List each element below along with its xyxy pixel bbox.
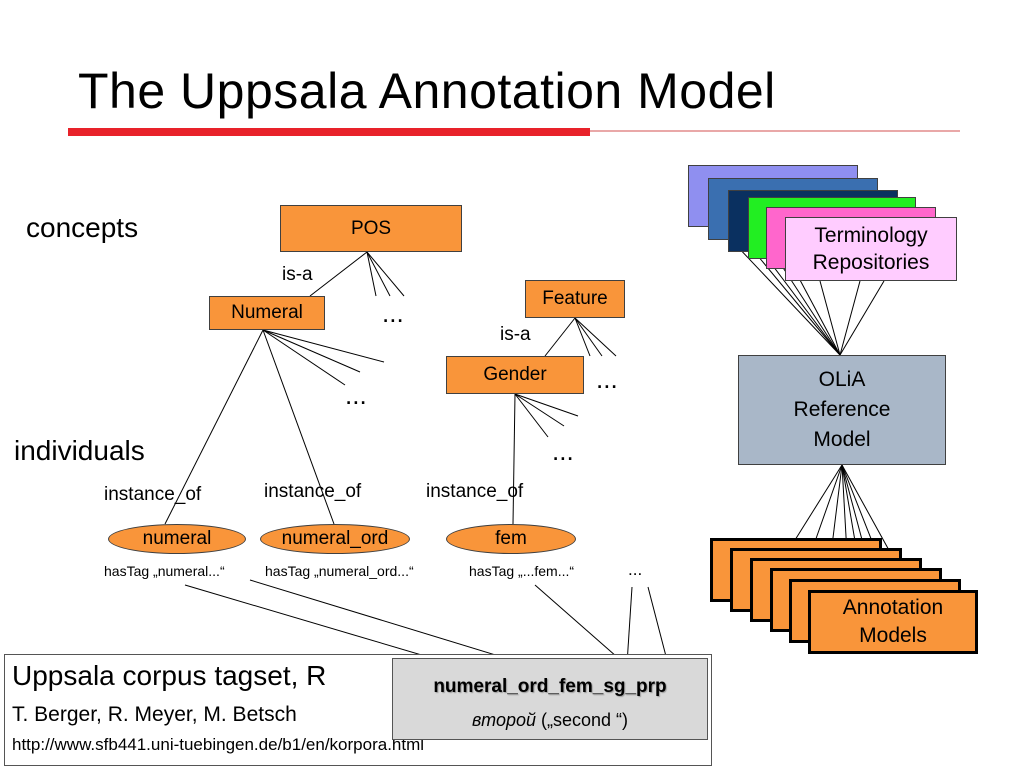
terminology-line2: Repositories bbox=[812, 251, 930, 274]
annotation-models-box: Annotation Models bbox=[808, 590, 978, 654]
olia-line3: Model bbox=[813, 428, 871, 451]
ellipsis: ... bbox=[345, 380, 367, 410]
instance-of-label: instance_of bbox=[426, 481, 524, 502]
individual-numeral: numeral bbox=[108, 524, 246, 554]
is-a-label: is-a bbox=[500, 324, 531, 345]
annotation-line1: Annotation bbox=[842, 596, 944, 619]
has-tag-label: hasTag „numeral_ord...“ bbox=[265, 563, 414, 579]
concept-feature: Feature bbox=[525, 280, 625, 318]
tag-example-word: второй bbox=[471, 710, 536, 730]
tag-example-box bbox=[392, 658, 708, 740]
annotation-line2: Models bbox=[859, 624, 927, 647]
citation-authors: T. Berger, R. Meyer, M. Betsch bbox=[12, 703, 297, 726]
concept-pos: POS bbox=[280, 205, 462, 252]
citation-url[interactable]: http://www.sfb441.uni-tuebingen.de/b1/en… bbox=[12, 735, 425, 754]
instance-of-label: instance_of bbox=[264, 481, 362, 502]
olia-line1: OLiA bbox=[818, 368, 866, 391]
concept-gender: Gender bbox=[446, 356, 584, 394]
has-tag-label: hasTag „...fem...“ bbox=[469, 563, 575, 579]
is-a-label: is-a bbox=[282, 264, 313, 285]
title-underline-red bbox=[68, 128, 590, 136]
individual-numeral-ord: numeral_ord bbox=[260, 524, 410, 554]
ellipsis: ... bbox=[382, 298, 404, 328]
concept-numeral: Numeral bbox=[209, 296, 325, 330]
olia-reference-model: OLiA Reference Model bbox=[738, 355, 946, 465]
instance-of-label: instance_of bbox=[104, 484, 202, 505]
individuals-label: individuals bbox=[14, 435, 145, 466]
tag-example-gloss: второй („second “) bbox=[392, 710, 708, 731]
individual-fem: fem bbox=[446, 524, 576, 554]
tag-example-translation: („second “) bbox=[536, 710, 629, 730]
citation-title: Uppsala corpus tagset, R bbox=[12, 660, 327, 691]
olia-line2: Reference bbox=[793, 398, 891, 421]
page-title: The Uppsala Annotation Model bbox=[78, 63, 776, 119]
ellipsis: ... bbox=[596, 364, 618, 394]
terminology-line1: Terminology bbox=[814, 224, 928, 247]
ellipsis: ... bbox=[628, 560, 643, 579]
title-underline-thin bbox=[590, 130, 960, 132]
terminology-repositories-box: Terminology Repositories bbox=[785, 217, 957, 281]
tag-example-tag: numeral_ord_fem_sg_prp bbox=[433, 676, 667, 697]
has-tag-label: hasTag „numeral...“ bbox=[104, 563, 225, 579]
concepts-label: concepts bbox=[26, 212, 139, 243]
ellipsis: ... bbox=[552, 436, 574, 466]
